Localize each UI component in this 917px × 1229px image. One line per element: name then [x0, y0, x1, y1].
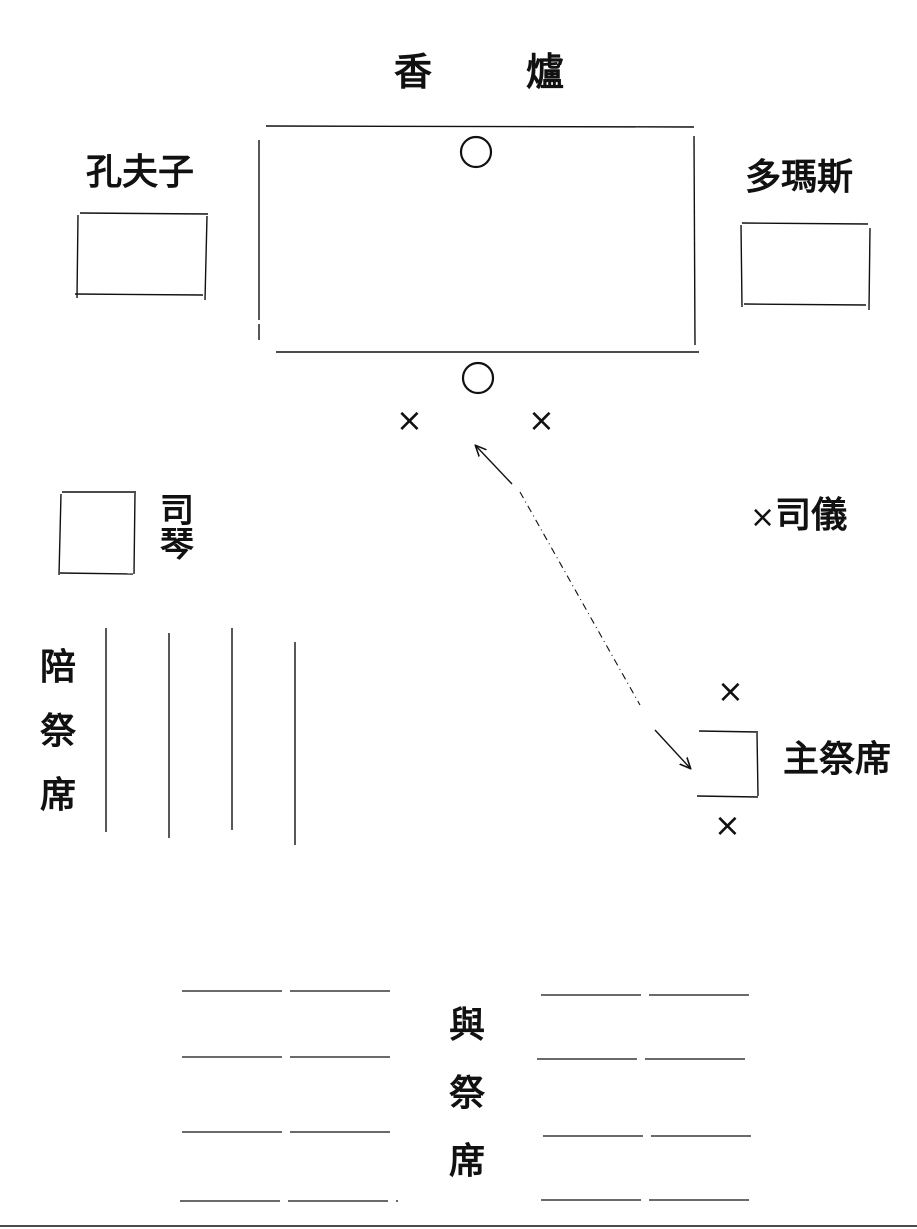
assistant-rows-lines — [105, 628, 296, 845]
incense-table — [258, 125, 699, 353]
incense-burner-title-right: 爐 — [526, 50, 565, 94]
procession-path-line — [519, 491, 641, 706]
incense-burner-title-left: 香 — [394, 50, 433, 94]
qin-player-seat — [58, 491, 136, 576]
thomas-label: 多瑪斯 — [745, 157, 854, 198]
master-of-ceremonies-label: ×司儀 — [750, 495, 848, 536]
cross-marker: × — [714, 806, 741, 844]
cross-marker: × — [528, 401, 555, 439]
arrow-to-altar — [476, 446, 513, 485]
cross-marker: × — [717, 672, 744, 710]
officiant-seat — [696, 730, 759, 798]
participants-label: 與 祭 席 — [448, 1005, 485, 1182]
participant-rows-lines — [180, 990, 757, 1202]
thomas-table — [740, 222, 871, 311]
confucius-table — [74, 212, 209, 301]
arrow-to-officiant — [654, 729, 690, 768]
assistant-rows-label: 陪 祭 席 — [39, 647, 76, 816]
incense-burner-circle — [459, 135, 493, 169]
officiant-label: 主祭席 — [783, 739, 892, 780]
altar-front-circle — [461, 361, 495, 395]
cross-marker: × — [396, 401, 423, 439]
qin-player-label: 司 琴 — [160, 491, 194, 565]
confucius-label: 孔夫子 — [86, 152, 195, 193]
